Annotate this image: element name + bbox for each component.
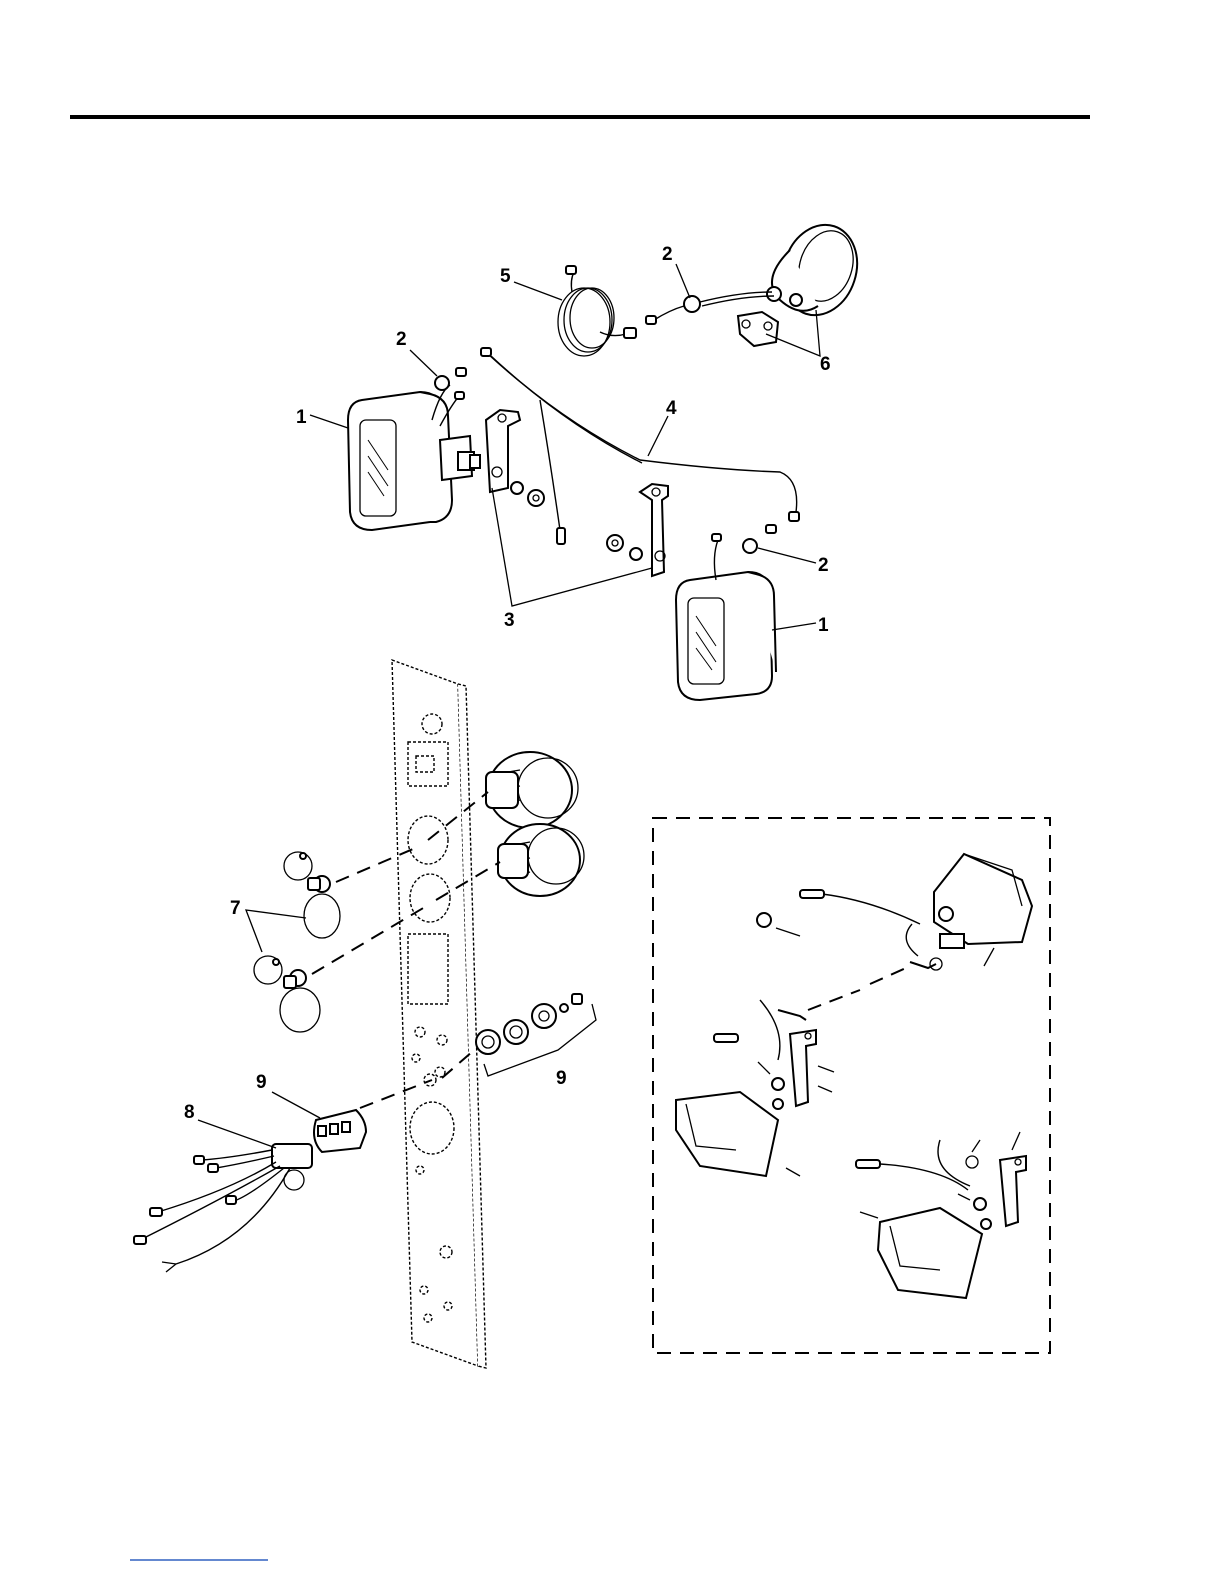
instrument-panel-assembly: 7 9 8 9 <box>134 660 596 1368</box>
callout-1-left: 1 <box>296 407 307 428</box>
callout-5: 5 <box>500 266 511 287</box>
callout-3: 3 <box>504 610 515 631</box>
leader-9-switch <box>272 1092 320 1118</box>
callout-6: 6 <box>820 354 831 375</box>
callout-8: 8 <box>184 1102 195 1123</box>
callout-2-right: 2 <box>818 555 829 576</box>
bracket-right <box>640 484 668 576</box>
leader-3 <box>492 488 652 606</box>
inset-light-middle <box>676 1000 816 1176</box>
top-light-assembly: 1 2 5 2 6 4 2 1 3 <box>296 215 868 700</box>
leader-2b <box>676 264 690 298</box>
leader-8 <box>198 1120 276 1148</box>
round-spotlight <box>646 215 868 346</box>
wiring-connector <box>134 1144 312 1272</box>
leader-2c <box>758 548 816 563</box>
callout-4: 4 <box>666 398 677 419</box>
hardware-left <box>511 482 544 506</box>
leader-5 <box>514 282 562 300</box>
inset-light-lower <box>856 1140 1026 1298</box>
work-light-right <box>676 572 776 700</box>
work-light-left <box>348 392 480 530</box>
gauge-lower <box>498 824 584 896</box>
switch-hardware <box>476 994 582 1054</box>
leader-1a <box>310 415 348 428</box>
leader-7 <box>246 910 306 952</box>
callout-9-switch: 9 <box>256 1072 267 1093</box>
callout-9-hardware: 9 <box>556 1068 567 1089</box>
leader-2a <box>410 350 437 376</box>
leader-4 <box>648 416 668 456</box>
callout-1-right: 1 <box>818 615 829 636</box>
alternate-lights-inset <box>653 818 1050 1353</box>
bracket-left <box>486 410 520 492</box>
callout-7: 7 <box>230 898 241 919</box>
callout-2-top: 2 <box>662 244 673 265</box>
callout-2-left: 2 <box>396 329 407 350</box>
leader-1b <box>772 623 816 630</box>
harness <box>481 348 799 544</box>
indicator-lamp-upper <box>284 852 340 938</box>
ignition-switch <box>314 1110 366 1152</box>
coiled-lead <box>558 266 636 356</box>
gauge-upper <box>486 752 578 828</box>
indicator-lamp-lower <box>254 956 320 1032</box>
hardware-right <box>607 535 642 560</box>
